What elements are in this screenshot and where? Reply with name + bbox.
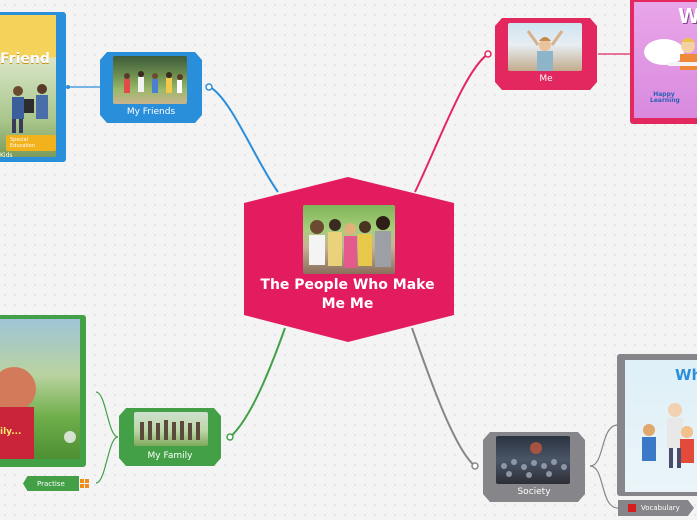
me-book-logo: Happy Learning: [650, 91, 680, 104]
center-photo: [303, 205, 395, 274]
link-family: [229, 327, 286, 438]
society-book-cover: Wh: [625, 360, 697, 492]
me-book-cover: W Happy Learning: [634, 2, 697, 118]
me-photo: [508, 23, 582, 71]
friends-photo: [113, 56, 187, 104]
link-friends-dot: [205, 83, 213, 91]
friends-label: My Friends: [126, 107, 176, 117]
family-label: My Family: [147, 451, 193, 461]
society-book-card[interactable]: Wh: [617, 354, 697, 496]
society-label: Society: [517, 487, 551, 497]
link-me: [414, 53, 489, 193]
friends-book-title: Friend: [0, 51, 50, 67]
friends-book-caption: Kids: [0, 152, 13, 159]
family-video-thumbnail: ily...: [0, 319, 80, 459]
center-title: The People Who Make Me Me: [260, 277, 435, 312]
society-book-title: Wh: [675, 366, 697, 384]
society-photo: [496, 436, 570, 484]
friends-book-badge: Special Education: [6, 135, 56, 151]
vocabulary-label: Vocabulary: [641, 504, 680, 512]
family-video-caption: ily...: [0, 427, 22, 437]
friends-book-card[interactable]: Friend Special Education Kids: [0, 12, 66, 162]
friends-book-cover: Friend Special Education: [0, 15, 56, 157]
link-society: [411, 327, 476, 467]
vocabulary-color-icon: [628, 504, 636, 512]
link-me-dot: [484, 50, 492, 58]
practise-label: Practise: [37, 479, 65, 488]
practise-tag[interactable]: Practise: [23, 476, 79, 491]
me-label: Me: [539, 74, 553, 84]
link-family-dot: [226, 433, 234, 441]
family-photo: [134, 412, 208, 446]
me-book-title: W: [678, 4, 697, 28]
link-society-dot: [471, 462, 479, 470]
me-book-card[interactable]: W Happy Learning: [630, 0, 697, 124]
link-friends: [209, 86, 279, 193]
family-video-card[interactable]: ily...: [0, 315, 86, 467]
practise-grid-icon: [80, 479, 89, 488]
vocabulary-tag[interactable]: Vocabulary: [618, 500, 694, 516]
